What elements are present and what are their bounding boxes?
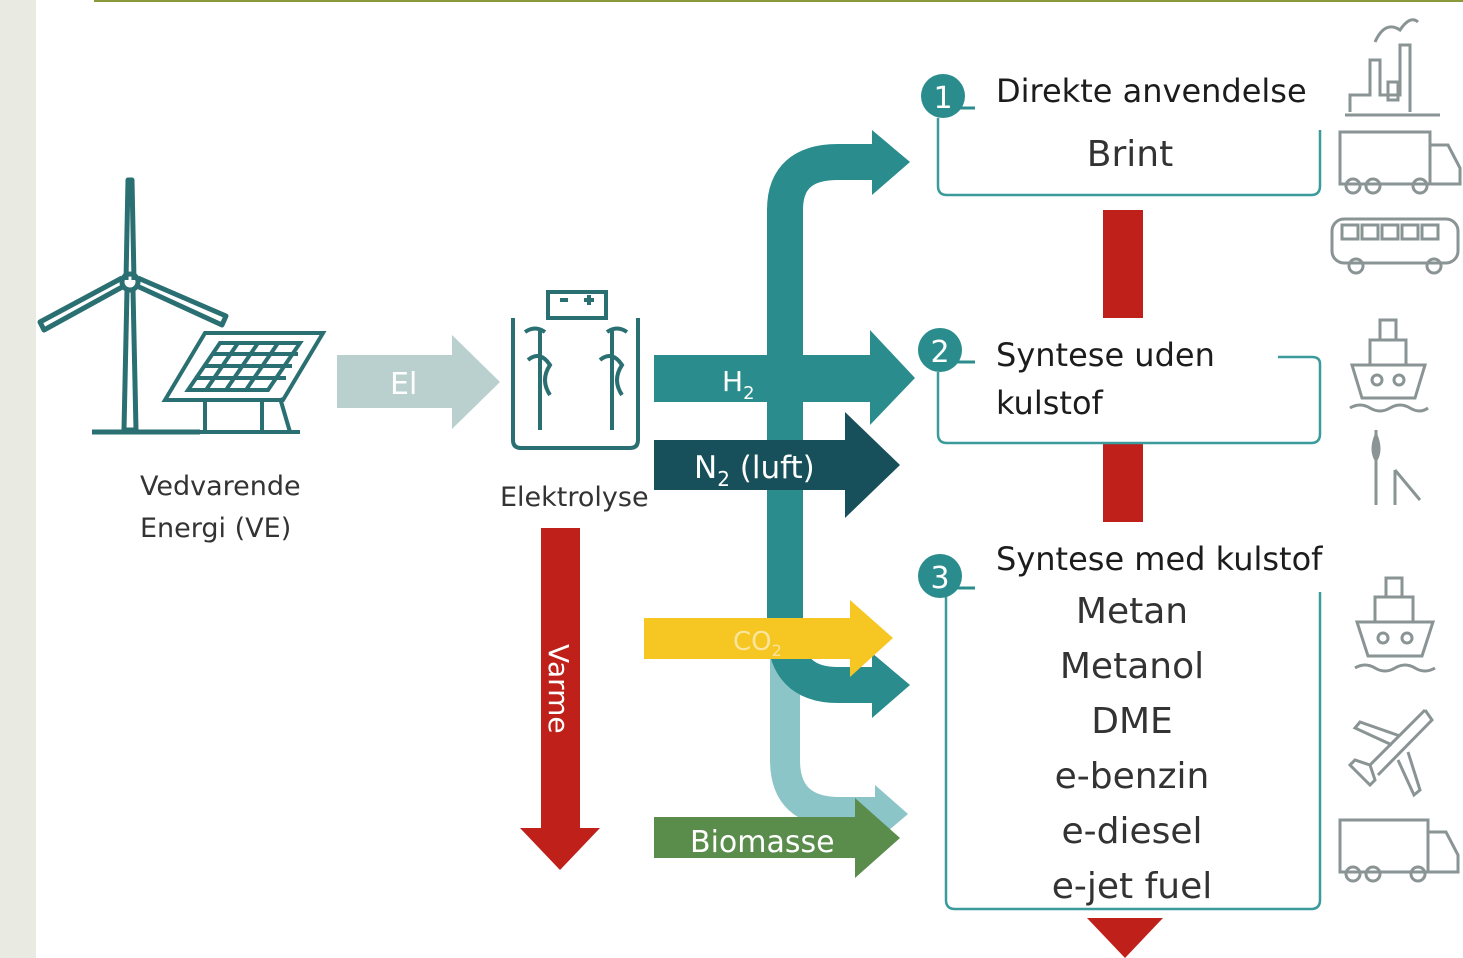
box-2-number-badge — [918, 328, 962, 372]
heat-arrow — [520, 528, 600, 870]
biomass-arrow — [654, 798, 900, 878]
h2-arrow — [654, 330, 915, 425]
el-arrow-label: El — [390, 367, 417, 402]
n2-label: N2 (luft) — [694, 450, 815, 491]
teal-arrow-box1 — [872, 130, 910, 195]
electrolysis-label: Elektrolyse — [500, 482, 649, 513]
teal-pipe-down — [767, 540, 880, 703]
box-2-number: 2 — [930, 335, 949, 370]
factory-icon — [1345, 18, 1440, 117]
truck-icon — [1338, 818, 1460, 883]
box-3-title: Syntese med kulstof — [996, 540, 1323, 578]
co2-label: CO2 — [733, 627, 782, 660]
agriculture-icon — [1371, 430, 1422, 505]
box-2-title-line1: Syntese uden — [996, 336, 1215, 374]
box-3-number: 3 — [930, 561, 949, 596]
red-connector-1-2 — [1103, 210, 1143, 318]
red-arrow-bottom — [1087, 918, 1163, 958]
co2-arrow — [644, 600, 893, 677]
bus-icon — [1330, 217, 1460, 275]
box-2-title-line2: kulstof — [996, 384, 1104, 422]
heat-label: Varme — [542, 644, 575, 734]
source-label-line1: Vedvarende — [140, 471, 301, 502]
box-3-frame — [944, 590, 1322, 911]
ship-icon — [1349, 318, 1429, 413]
box-3-item-3: DME — [1091, 701, 1173, 742]
truck-icon — [1338, 130, 1462, 195]
box-3-item-5: e-diesel — [1061, 811, 1202, 852]
n2-arrow — [654, 412, 900, 518]
ship-icon — [1354, 576, 1436, 673]
wind-turbine-icon — [37, 177, 229, 435]
box-1-frame — [936, 118, 1322, 197]
box-1-number-badge — [921, 74, 965, 118]
top-divider — [94, 0, 1463, 2]
left-margin-strip — [0, 0, 36, 958]
box-3-number-badge — [918, 554, 962, 598]
el-arrow — [337, 335, 500, 429]
teal-pipe-up — [767, 144, 880, 540]
red-connector-2-3 — [1103, 442, 1143, 522]
h2-label: H2 — [722, 365, 755, 404]
source-label-line2: Energi (VE) — [140, 513, 291, 544]
box-2-frame — [936, 355, 1322, 445]
light-teal-flow — [770, 520, 880, 827]
box-1-item: Brint — [1087, 134, 1173, 175]
box-1-number: 1 — [933, 81, 952, 116]
box-3-item-4: e-benzin — [1055, 756, 1210, 797]
teal-arrow-box3 — [872, 653, 910, 718]
box-3-item-6: e-jet fuel — [1052, 866, 1213, 907]
box-1-title: Direkte anvendelse — [996, 72, 1307, 110]
box-3-item-2: Metanol — [1060, 646, 1204, 687]
electrolyzer-icon — [511, 290, 640, 450]
box-3-item-1: Metan — [1076, 591, 1188, 632]
biomass-label: Biomasse — [690, 825, 835, 860]
airplane-icon — [1347, 708, 1434, 798]
solar-panel-icon — [161, 331, 327, 434]
